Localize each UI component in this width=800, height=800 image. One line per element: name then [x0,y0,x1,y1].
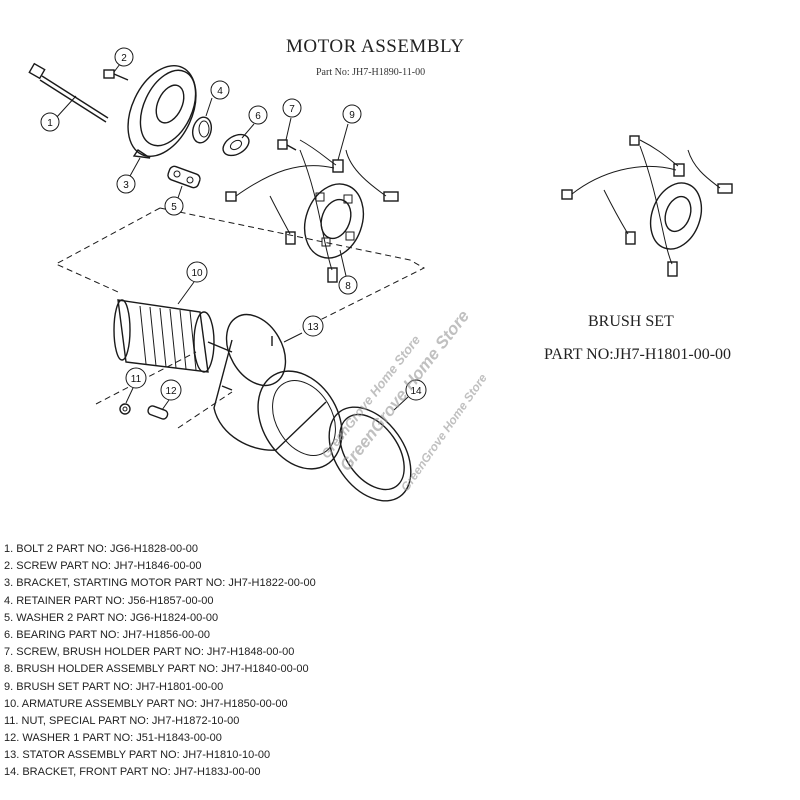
svg-text:2: 2 [121,53,127,64]
parts-list-item: 12. WASHER 1 PART NO: J51-H1843-00-00 [4,732,222,745]
callout-2: 2 [113,47,134,73]
callout-12: 12 [160,379,182,411]
parts-list-item: 3. BRACKET, STARTING MOTOR PART NO: JH7-… [4,577,316,590]
starting-motor-bracket-part [127,64,197,159]
callout-9: 9 [337,104,362,161]
svg-text:10: 10 [191,268,203,279]
special-nut-part [119,403,131,415]
svg-text:8: 8 [345,281,351,292]
svg-text:1: 1 [47,118,53,129]
svg-text:12: 12 [165,386,177,397]
callout-11: 11 [125,367,147,404]
parts-list-item: 10. ARMATURE ASSEMBLY PART NO: JH7-H1850… [4,697,288,710]
parts-list: 1. BOLT 2 PART NO: JG6-H1828-00-00 2. SC… [4,541,316,782]
parts-list-item: 9. BRUSH SET PART NO: JH7-H1801-00-00 [4,680,224,693]
svg-text:7: 7 [289,104,295,115]
brush-holder-assembly-part [225,139,399,283]
bearing-part [222,133,250,157]
svg-text:14: 14 [410,386,422,397]
assembly-guide-line-washer [177,391,233,429]
brush-set-part-number: PART NO:JH7-H1801-00-00 [544,346,732,363]
assembly-guide-line [159,207,426,331]
parts-list-item: 2. SCREW PART NO: JH7-H1846-00-00 [4,560,202,573]
callout-7: 7 [282,98,302,141]
parts-list-item: 13. STATOR ASSEMBLY PART NO: JH7-H1810-1… [4,749,271,762]
retainer-part [191,116,213,144]
callout-8: 8 [338,249,358,295]
bolt-part [28,62,109,123]
svg-text:6: 6 [255,111,261,122]
front-bracket-part [328,406,412,502]
svg-text:13: 13 [307,322,319,333]
assembly-guide-line-bottom [95,351,197,405]
svg-text:4: 4 [217,86,223,97]
armature-assembly-part [113,299,233,373]
callout-10: 10 [177,261,208,305]
callout-6: 6 [241,105,268,139]
washer-1-part [147,405,169,420]
parts-list-item: 11. NUT, SPECIAL PART NO: JH7-H1872-10-0… [4,714,240,727]
callout-3: 3 [116,157,141,194]
assembly-guide-line-left [54,207,161,293]
brush-set-title: BRUSH SET [588,313,674,330]
parts-list-item: 1. BOLT 2 PART NO: JG6-H1828-00-00 [4,543,199,555]
parts-list-item: 8. BRUSH HOLDER ASSEMBLY PART NO: JH7-H1… [4,663,309,676]
svg-text:3: 3 [123,180,129,191]
washer-2-part [167,165,201,189]
parts-list-item: 14. BRACKET, FRONT PART NO: JH7-H183J-00… [4,766,261,779]
callout-14: 14 [393,379,427,411]
svg-text:9: 9 [349,110,355,121]
callout-4: 4 [205,80,230,117]
svg-text:11: 11 [131,374,142,385]
brush-set-illustration [561,135,733,277]
brush-holder-screw-part [277,139,297,151]
callout-1: 1 [40,95,77,132]
parts-list-item: 7. SCREW, BRUSH HOLDER PART NO: JH7-H184… [4,646,295,659]
callout-5: 5 [164,185,184,216]
parts-list-item: 4. RETAINER PART NO: J56-H1857-00-00 [4,594,214,607]
screw-part [103,69,129,81]
stator-assembly-part [213,313,343,470]
parts-list-item: 5. WASHER 2 PART NO: JG6-H1824-00-00 [4,611,219,624]
diagram-title: MOTOR ASSEMBLY [286,36,465,57]
parts-list-item: 6. BEARING PART NO: JH7-H1856-00-00 [4,628,211,641]
assembly-part-number: Part No: JH7-H1890-11-00 [316,67,426,78]
callout-13: 13 [283,315,324,343]
svg-text:5: 5 [171,202,177,213]
